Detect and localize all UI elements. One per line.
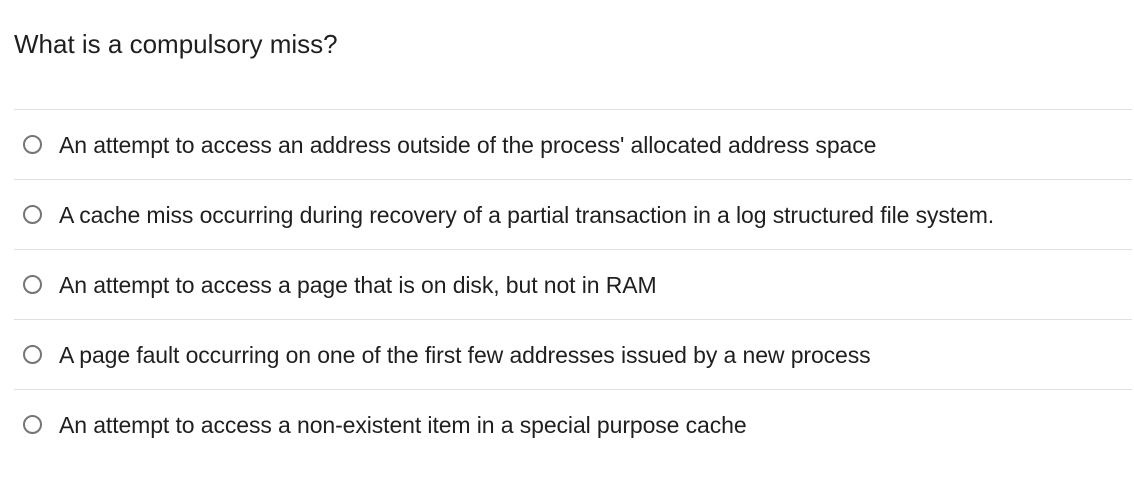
divider [14, 109, 1132, 110]
radio-button-2[interactable] [23, 275, 42, 294]
option-1[interactable]: A cache miss occurring during recovery o… [14, 180, 1132, 249]
options-list: An attempt to access an address outside … [14, 109, 1132, 459]
divider [14, 179, 1132, 180]
radio-button-3[interactable] [23, 345, 42, 364]
option-3[interactable]: A page fault occurring on one of the fir… [14, 320, 1132, 389]
option-label-1[interactable]: A cache miss occurring during recovery o… [59, 201, 995, 228]
radio-button-1[interactable] [23, 205, 42, 224]
option-label-4[interactable]: An attempt to access a non-existent item… [59, 411, 747, 438]
question-text: What is a compulsory miss? [14, 29, 338, 59]
radio-button-4[interactable] [23, 415, 42, 434]
radio-button-0[interactable] [23, 135, 42, 154]
divider [14, 319, 1132, 320]
option-label-3[interactable]: A page fault occurring on one of the fir… [59, 341, 871, 368]
option-2[interactable]: An attempt to access a page that is on d… [14, 250, 1132, 319]
option-label-0[interactable]: An attempt to access an address outside … [59, 131, 877, 158]
option-0[interactable]: An attempt to access an address outside … [14, 110, 1132, 179]
option-4[interactable]: An attempt to access a non-existent item… [14, 390, 1132, 459]
divider [14, 389, 1132, 390]
divider [14, 249, 1132, 250]
option-label-2[interactable]: An attempt to access a page that is on d… [59, 271, 657, 298]
